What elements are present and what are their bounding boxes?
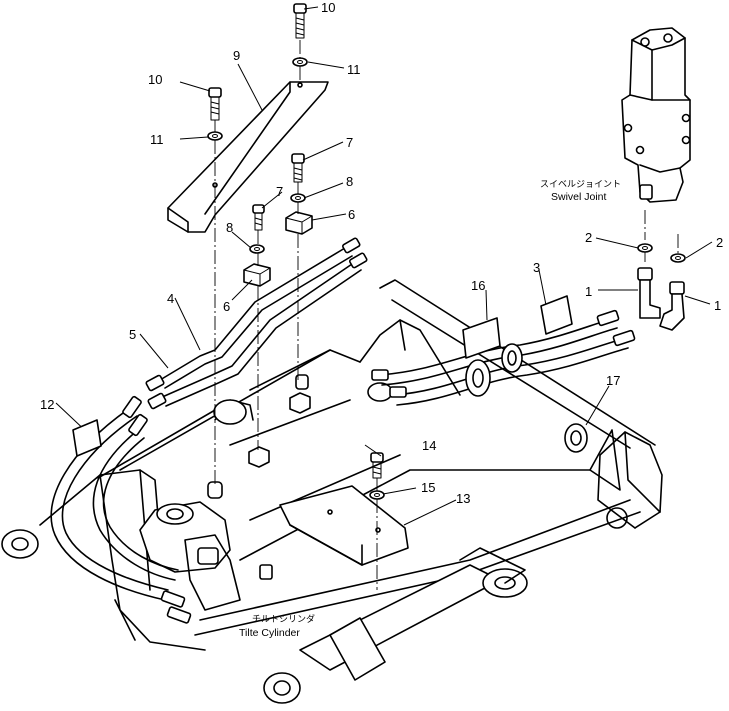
washer-15 (369, 490, 385, 500)
leader-lines (55, 6, 713, 526)
frame-bosses (1, 382, 393, 704)
callout-5: 5 (129, 327, 136, 342)
tilt-cylinder-caption-en: Tilte Cylinder (239, 627, 300, 639)
swivel-joint-caption-jp: スイベルジョイント (540, 180, 621, 190)
captions: スイベルジョイント Swivel Joint チルトシリンダ Tilte Cyl… (239, 180, 621, 639)
assembly-lines (214, 40, 679, 590)
pipe-fittings (145, 237, 368, 410)
callout-8b: 8 (226, 220, 233, 235)
callout-2b: 2 (716, 235, 723, 250)
callout-8a: 8 (346, 174, 353, 189)
elbow-1-left (637, 267, 661, 319)
callout-12: 12 (40, 397, 54, 412)
bolt-10-left (208, 87, 222, 121)
bolt-7-right (291, 153, 305, 183)
callout-1b: 1 (714, 298, 721, 313)
washer-2-left (637, 243, 653, 253)
swivel-joint (621, 27, 691, 203)
callout-10b: 10 (148, 72, 162, 87)
callout-10a: 10 (321, 0, 335, 15)
clamp-6-left (243, 263, 271, 287)
callout-13: 13 (456, 491, 470, 506)
washer-11-upper (292, 57, 308, 67)
grommet-16 (465, 343, 523, 397)
callout-4: 4 (167, 291, 174, 306)
callout-9: 9 (233, 48, 240, 63)
callout-6a: 6 (348, 207, 355, 222)
tilt-cylinder-caption-jp: チルトシリンダ (252, 613, 315, 625)
plate-13 (279, 485, 409, 566)
callout-15: 15 (421, 480, 435, 495)
callout-2a: 2 (585, 230, 592, 245)
callout-3: 3 (533, 260, 540, 275)
callout-11b: 11 (150, 132, 164, 147)
bolt-7-left (252, 204, 265, 231)
pipe-5 (159, 261, 362, 407)
callout-1a: 1 (585, 284, 592, 299)
grommet-17 (564, 423, 588, 453)
callout-7b: 7 (276, 184, 283, 199)
main-frame (39, 279, 663, 651)
tag-boxes (72, 295, 573, 457)
washer-8-left (249, 244, 265, 254)
pipe-4 (159, 247, 353, 389)
tilt-cylinder (139, 501, 273, 611)
elbow-1-right (659, 281, 685, 331)
callout-11a: 11 (347, 62, 361, 77)
callout-numbers: 1 1 2 2 3 4 5 6 6 7 7 8 8 9 10 10 11 11 … (40, 0, 723, 506)
callout-16: 16 (471, 278, 485, 293)
hoses-3 (371, 309, 636, 406)
hoses-12 (50, 395, 192, 624)
callout-14: 14 (422, 438, 436, 453)
callout-17: 17 (606, 373, 620, 388)
callout-6b: 6 (223, 299, 230, 314)
washer-11-left (207, 131, 223, 141)
lower-cylinder (299, 547, 528, 681)
swivel-joint-caption-en: Swivel Joint (551, 191, 607, 203)
lower-clamps (207, 374, 311, 499)
washer-2-right (670, 253, 686, 263)
clamp-6-right (285, 211, 313, 235)
callout-7a: 7 (346, 135, 353, 150)
washer-8-right (290, 193, 306, 203)
